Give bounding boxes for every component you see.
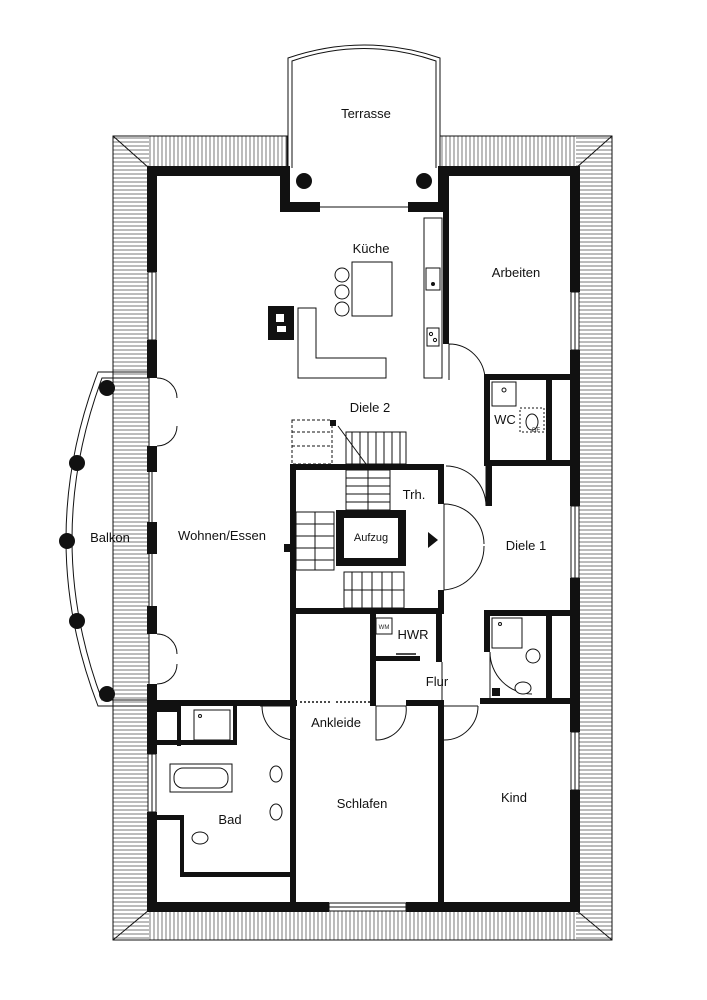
label-diele1: Diele 1: [506, 538, 546, 553]
label-diele2: Diele 2: [350, 400, 390, 415]
room-labels: Terrasse Küche Arbeiten Diele 2 WC Trh. …: [90, 106, 546, 827]
bath-fixtures: [169, 709, 283, 845]
label-ankleide: Ankleide: [311, 715, 361, 730]
windows: [147, 206, 580, 912]
interior-walls: [147, 176, 576, 904]
label-wm: WM: [379, 625, 390, 631]
label-kueche: Küche: [353, 241, 390, 256]
label-wc: WC: [494, 412, 516, 427]
label-hwr: HWR: [397, 627, 428, 642]
roof-overhang: [112, 135, 613, 941]
label-schlafen: Schlafen: [337, 796, 388, 811]
label-df: DF: [532, 428, 540, 434]
label-bad: Bad: [218, 812, 241, 827]
label-arbeiten: Arbeiten: [492, 265, 540, 280]
stairwell: [284, 469, 438, 609]
hwr-fixtures: [375, 617, 393, 635]
label-trh: Trh.: [403, 487, 426, 502]
shower-room-fixtures: [491, 617, 541, 696]
label-wohnen-essen: Wohnen/Essen: [178, 528, 266, 543]
wc-fixtures: [491, 381, 545, 433]
label-terrasse: Terrasse: [341, 106, 391, 121]
kitchen-fixtures: [268, 217, 443, 379]
label-kind: Kind: [501, 790, 527, 805]
terrace: [287, 44, 441, 189]
stairs-diele2: [291, 419, 407, 465]
sliding-doors: [300, 653, 416, 703]
label-aufzug: Aufzug: [354, 532, 388, 544]
balcony: [59, 371, 149, 707]
balcony-doors: [156, 377, 178, 685]
label-flur: Flur: [426, 674, 449, 689]
label-balkon: Balkon: [90, 530, 130, 545]
